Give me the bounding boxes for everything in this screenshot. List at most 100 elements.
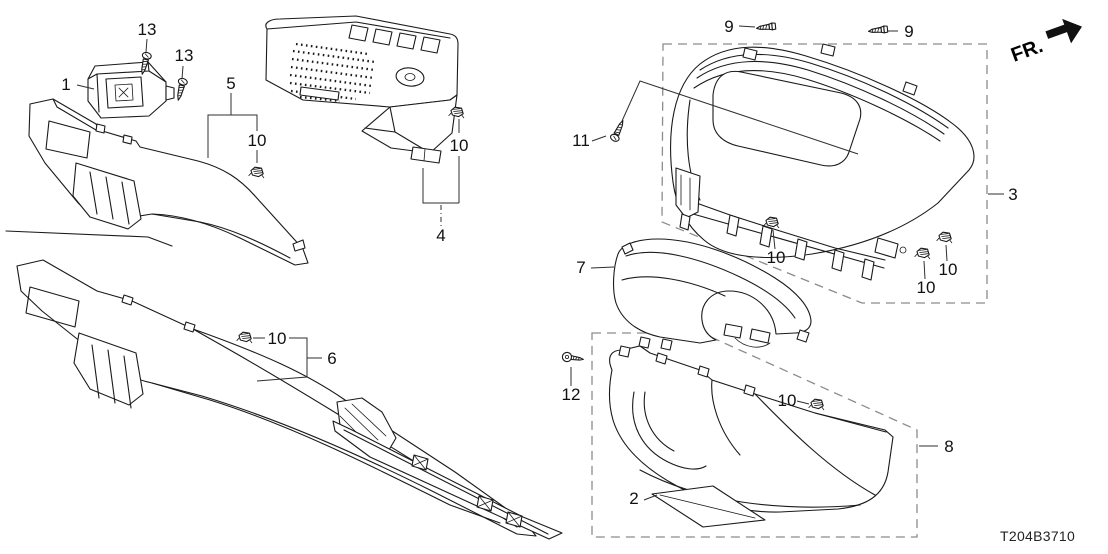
top-tab <box>742 43 918 96</box>
part-7-column-cover <box>613 238 812 351</box>
leader-line <box>772 229 776 250</box>
visor-contour <box>699 53 949 129</box>
lower-slot <box>299 86 340 101</box>
leader-line <box>796 400 810 405</box>
leader-line <box>738 25 756 28</box>
bottom-tab <box>410 146 442 164</box>
inner-line <box>711 379 876 496</box>
vent-pocket <box>72 162 142 230</box>
leader-line <box>945 244 948 262</box>
leader-line <box>923 260 926 280</box>
bracket-line <box>207 93 258 158</box>
left-bracket-lines <box>680 174 691 211</box>
leader-line <box>590 266 615 269</box>
upper-bracket-bits <box>723 323 771 344</box>
part-6-lower-rail <box>332 397 563 540</box>
part-outline <box>87 61 167 119</box>
callout-6-label: 6 <box>327 349 336 368</box>
callout-9-label: 9 <box>724 17 733 36</box>
cover-tab <box>621 242 810 343</box>
callout-12-label: 12 <box>562 385 581 404</box>
callout-10-label: 10 <box>778 391 797 410</box>
cover-tab <box>638 336 673 351</box>
wedge-body <box>361 94 458 154</box>
lower-band <box>685 199 886 269</box>
mount-tabs <box>121 294 196 333</box>
callout-10-label: 10 <box>767 248 786 267</box>
callout-11-label: 11 <box>572 131 590 150</box>
bracket-line <box>253 337 322 382</box>
band-tab <box>759 225 773 248</box>
meter-visor-group-box <box>661 43 988 304</box>
callout-10-label: 10 <box>450 136 469 155</box>
leader-line <box>591 135 607 142</box>
garnish-opening <box>25 286 80 328</box>
vent-pocket <box>73 332 144 406</box>
leader-line <box>643 494 658 501</box>
part-4-vent-assembly <box>265 15 459 164</box>
band-tab <box>831 249 845 272</box>
callout-7-label: 7 <box>576 258 585 277</box>
vent-slats <box>91 344 132 409</box>
part-detail <box>52 98 291 259</box>
part-5-garnish <box>5 98 309 266</box>
callout-8-label: 8 <box>944 437 953 456</box>
diagram-code: T204B3710 <box>1000 528 1075 544</box>
panel-line <box>659 494 756 519</box>
bottom-sweep <box>639 469 861 508</box>
left-bracket-tab <box>679 213 691 231</box>
bracket-line <box>422 168 459 204</box>
leader-line <box>181 65 184 80</box>
vent-slats <box>89 171 130 225</box>
cover-contour <box>621 276 726 297</box>
part-1-switch <box>87 61 175 119</box>
flange-line <box>5 230 173 247</box>
part-2-under-panel <box>651 485 766 528</box>
rail-tab-x <box>411 454 429 471</box>
mount-tabs <box>95 123 133 145</box>
right-bracket <box>874 237 899 259</box>
switch-glyph <box>114 83 134 102</box>
garnish-opening <box>45 120 91 159</box>
callout-5-label: 5 <box>226 74 235 93</box>
speaker-grille-dots <box>289 42 376 103</box>
fr-arrow-icon <box>1045 18 1082 44</box>
band-tab <box>861 258 875 281</box>
wedge-detail <box>364 106 431 154</box>
bezel-outline <box>265 15 459 108</box>
part-detail <box>87 61 167 113</box>
vent-knob <box>395 67 425 87</box>
leader-line <box>621 80 859 155</box>
pocket-arc-inner <box>643 391 675 452</box>
rail-tab-x <box>476 495 494 512</box>
vent-knob-center <box>404 73 416 81</box>
callout-10-label: 10 <box>917 278 936 297</box>
visor-contour <box>696 60 945 135</box>
pocket-arc <box>632 391 707 470</box>
part-8-lower-cover <box>608 323 894 513</box>
callout-4-label: 4 <box>436 226 445 245</box>
left-bracket <box>675 167 701 219</box>
switch-connector <box>165 85 175 101</box>
callout-9-label: 9 <box>904 22 913 41</box>
leader-line <box>76 84 95 90</box>
band-tab <box>726 214 740 237</box>
callout-10-label: 10 <box>939 260 958 279</box>
callout-13-label: 13 <box>138 20 157 39</box>
callout-10-label: 10 <box>268 329 287 348</box>
tip-tab <box>292 239 306 252</box>
callout-3-label: 3 <box>1008 185 1017 204</box>
bezel-edge <box>266 21 451 39</box>
panel-ridge <box>814 412 887 433</box>
callout-13-label: 13 <box>175 46 194 65</box>
top-slot <box>348 24 441 54</box>
cover-tab <box>618 345 756 397</box>
ridge-line-2 <box>151 382 501 524</box>
screw-boss <box>899 246 907 254</box>
bottom-tab-slot <box>423 148 426 162</box>
callout-10-label: 10 <box>248 131 267 150</box>
switch-face <box>105 76 144 109</box>
callout-1-label: 1 <box>61 75 70 94</box>
